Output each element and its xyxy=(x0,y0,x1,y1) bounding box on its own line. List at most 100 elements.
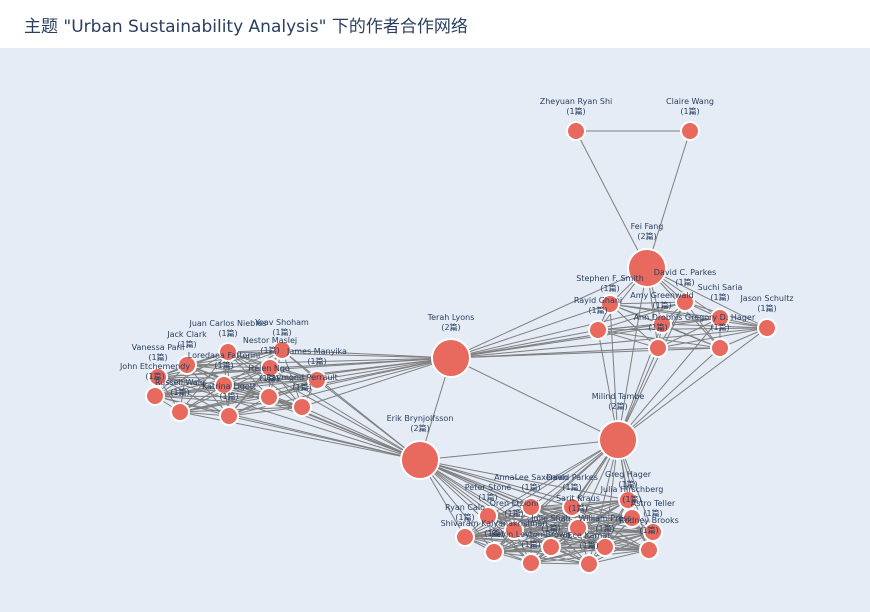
node-circle[interactable] xyxy=(710,308,730,328)
node-circle[interactable] xyxy=(710,338,730,358)
node-label-count: (2篇) xyxy=(441,322,460,332)
node-circle[interactable] xyxy=(272,340,292,360)
node-circle[interactable] xyxy=(521,553,541,573)
author-node-ag[interactable]: Amy Greenwald(1篇) xyxy=(630,291,694,334)
edge-vp-lf xyxy=(157,376,225,386)
author-node-jh[interactable]: Julia Hirschberg(1篇) xyxy=(600,485,664,528)
node-circle[interactable] xyxy=(400,440,440,480)
node-circle[interactable] xyxy=(588,320,608,340)
author-node-je[interactable]: John Etchemendy(1篇) xyxy=(119,362,190,406)
author-node-zhs[interactable]: Zheyuan Ryan Shi(1篇) xyxy=(540,97,613,141)
node-label-name: Astro Teller xyxy=(631,499,676,508)
author-node-tl[interactable]: Terah Lyons(2篇) xyxy=(427,313,475,378)
edge-rp-rw xyxy=(179,406,303,413)
author-node-jc[interactable]: Jack Clark(1篇) xyxy=(166,330,207,375)
author-node-jm[interactable]: James Manyika(1篇) xyxy=(286,347,347,390)
author-node-sk[interactable]: Sarit Kraus(1篇) xyxy=(556,494,600,538)
node-circle[interactable] xyxy=(627,248,667,288)
node-circle[interactable] xyxy=(292,397,312,417)
node-label-name: Nestor Maslej xyxy=(243,336,297,345)
author-node-ad[interactable]: Ann Drobnis(1篇) xyxy=(634,313,683,358)
node-label-count: (1篇) xyxy=(455,512,474,522)
node-circle[interactable] xyxy=(218,342,238,362)
node-circle[interactable] xyxy=(600,294,620,314)
author-node-rw[interactable]: Russell Wald(1篇) xyxy=(155,378,205,422)
node-circle[interactable] xyxy=(595,537,615,557)
node-circle[interactable] xyxy=(622,508,642,528)
network-plot-area xyxy=(0,48,870,612)
node-circle[interactable] xyxy=(260,358,280,378)
node-circle[interactable] xyxy=(675,292,695,312)
node-circle[interactable] xyxy=(652,314,672,334)
node-label-name: Erik Brynjolfsson xyxy=(387,414,454,423)
node-circle[interactable] xyxy=(177,355,197,375)
node-circle[interactable] xyxy=(568,518,588,538)
author-node-shk[interactable]: Shivaram Kalyanakrishnan(1篇) xyxy=(441,519,548,562)
node-circle[interactable] xyxy=(484,542,504,562)
author-node-dp[interactable]: David Parkes(1篇) xyxy=(546,473,598,517)
author-node-ae[interactable]: Oren Etzioni(1篇) xyxy=(490,499,539,540)
edge-rb-shk xyxy=(493,549,650,553)
author-node-jcn[interactable]: Juan Carlos Niebles(1篇) xyxy=(188,319,267,362)
author-node-rp[interactable]: Raymond Perrault(1篇) xyxy=(266,373,338,417)
author-node-rb[interactable]: Rodney Brooks(1篇) xyxy=(619,516,679,560)
author-node-jsh[interactable]: Julie Shah(1篇) xyxy=(530,514,571,557)
author-node-ek[interactable]: Ece Kamar(1篇) xyxy=(568,531,612,574)
author-node-rg[interactable]: Rayid Ghani(1篇) xyxy=(574,296,622,340)
node-circle[interactable] xyxy=(504,520,524,540)
node-circle[interactable] xyxy=(478,506,498,526)
author-node-ss[interactable]: Suchi Saria(1篇) xyxy=(698,283,743,328)
author-node-eb[interactable]: Erik Brynjolfsson(2篇) xyxy=(387,414,454,480)
author-node-as[interactable]: AnnaLee Saxenian(1篇) xyxy=(494,473,568,517)
author-node-ff[interactable]: Fei Fang(2篇) xyxy=(627,222,667,288)
edge-zhs-ff xyxy=(575,130,648,269)
node-circle[interactable] xyxy=(579,554,599,574)
node-circle[interactable] xyxy=(259,387,279,407)
node-circle[interactable] xyxy=(307,370,327,390)
author-node-js[interactable]: Jason Schultz(1篇) xyxy=(739,294,794,338)
node-label-name: Rodney Brooks xyxy=(619,516,679,525)
node-label-count: (1篇) xyxy=(639,525,658,535)
node-circle[interactable] xyxy=(680,121,700,141)
author-node-cw[interactable]: Claire Wang(1篇) xyxy=(666,97,714,141)
author-node-kl[interactable]: Katrina Ligett(1篇) xyxy=(202,382,256,426)
nodes-layer: Zheyuan Ryan Shi(1篇) Claire Wang(1篇) Fei F… xyxy=(119,97,794,574)
author-node-vp[interactable]: Vanessa Parli(1篇) xyxy=(132,343,185,387)
author-node-ysh[interactable]: Yoav Shoham(1篇) xyxy=(254,318,309,360)
node-circle[interactable] xyxy=(431,338,471,378)
edge-tl-ff xyxy=(450,267,648,359)
author-node-rc[interactable]: Ryan Calo(1篇) xyxy=(445,503,485,547)
node-label-name: Ece Kamar xyxy=(568,531,612,540)
node-circle[interactable] xyxy=(639,540,659,560)
node-label-name: Juan Carlos Niebles xyxy=(188,319,266,328)
node-circle[interactable] xyxy=(455,527,475,547)
node-circle[interactable] xyxy=(757,318,777,338)
node-circle[interactable] xyxy=(521,497,541,517)
node-label-count: (2篇) xyxy=(608,401,627,411)
node-circle[interactable] xyxy=(145,386,165,406)
node-circle[interactable] xyxy=(566,121,586,141)
node-circle[interactable] xyxy=(170,402,190,422)
author-node-ps[interactable]: Peter Stone(1篇) xyxy=(465,483,512,526)
node-label-count: (1篇) xyxy=(680,106,699,116)
edge-ss-ad xyxy=(657,317,721,349)
author-node-mt[interactable]: Milind Tambe(2篇) xyxy=(592,392,645,460)
node-circle[interactable] xyxy=(598,420,638,460)
author-node-wp[interactable]: William Press(1篇) xyxy=(579,514,632,557)
edge-eb-jm xyxy=(316,379,421,461)
author-node-kl2[interactable]: Kevin Leyton-Brown(1篇) xyxy=(491,530,571,573)
node-circle[interactable] xyxy=(148,367,168,387)
node-label-count: (1篇) xyxy=(521,539,540,549)
author-node-nm[interactable]: Nestor Maslej(1篇) xyxy=(243,336,297,378)
node-circle[interactable] xyxy=(541,537,561,557)
node-circle[interactable] xyxy=(562,497,582,517)
author-node-sfs[interactable]: Stephen F. Smith(1篇) xyxy=(576,274,644,314)
node-circle[interactable] xyxy=(214,375,234,395)
node-circle[interactable] xyxy=(219,406,239,426)
author-node-gdh[interactable]: Gregory D. Hager(1篇) xyxy=(685,313,756,358)
author-node-lf[interactable]: Loredana Fattorini(1篇) xyxy=(188,351,260,395)
author-node-dcp[interactable]: David C. Parkes(1篇) xyxy=(654,268,716,312)
node-circle[interactable] xyxy=(648,338,668,358)
author-node-hn[interactable]: Helen Ngo(1篇) xyxy=(248,364,290,407)
edge-nm-vp xyxy=(157,367,271,378)
